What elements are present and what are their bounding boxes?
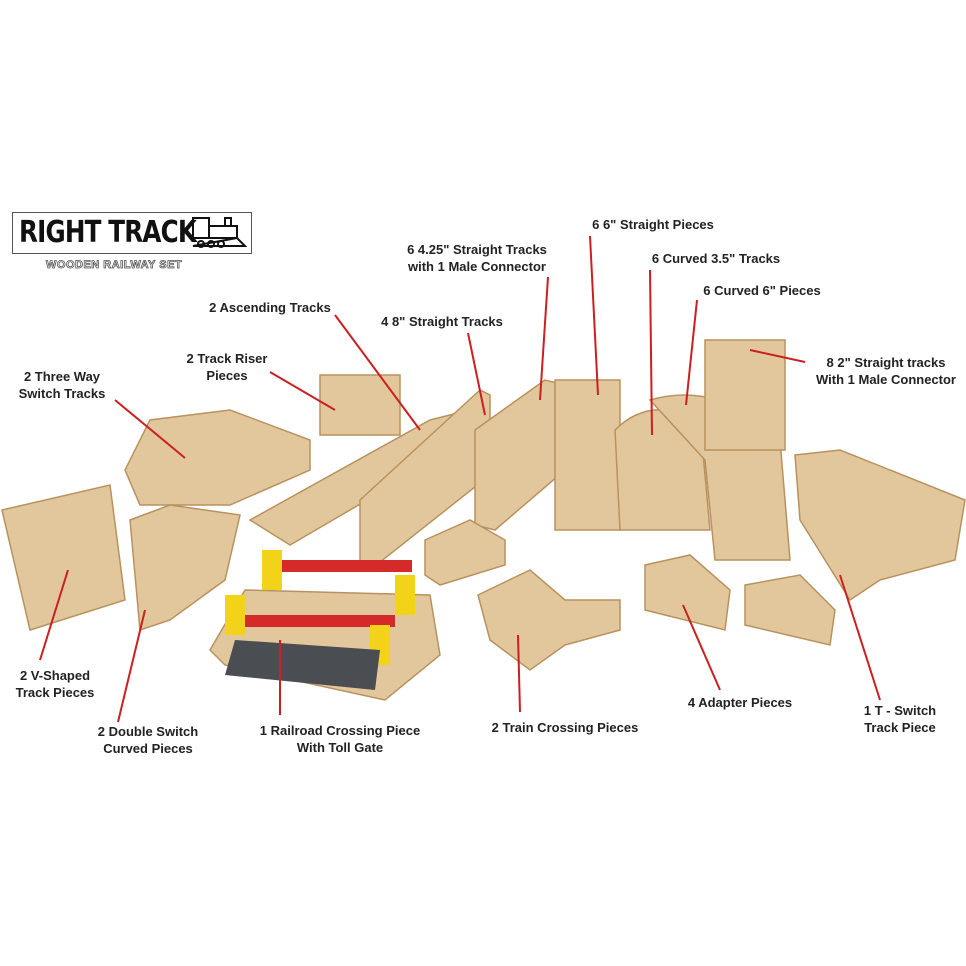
double-switch-piece — [129, 504, 241, 632]
label-v-shaped: 2 V-Shaped Track Pieces — [15, 668, 95, 700]
leader-t-switch — [839, 574, 881, 701]
leader-lines — [39, 235, 881, 723]
straight-6-pieces — [554, 379, 621, 531]
leader-adapter — [682, 604, 721, 691]
label-three-way-switch: 2 Three Way Switch Tracks — [18, 369, 106, 401]
logo-subtitle: WOODEN RAILWAY SET — [46, 259, 183, 272]
adapter-piece-c — [744, 574, 836, 646]
leader-riser — [269, 371, 336, 411]
t-switch-piece — [794, 449, 966, 602]
leader-straight2 — [749, 349, 806, 363]
leader-double-switch — [117, 609, 146, 723]
steam-locomotive-icon — [192, 217, 247, 248]
label-t-switch: 1 T - Switch Track Piece — [863, 703, 937, 735]
leader-three-way — [114, 399, 186, 459]
label-straight-8: 4 8" Straight Tracks — [381, 314, 503, 329]
leader-curved35 — [649, 269, 653, 436]
three-way-switch-piece — [124, 409, 311, 506]
adapter-piece-b — [644, 554, 731, 631]
adapter-piece-a — [424, 519, 506, 586]
leader-train-crossing — [517, 634, 521, 713]
crossing-gates — [225, 550, 415, 690]
straight-2-pieces — [704, 339, 786, 451]
label-double-switch: 2 Double Switch Curved Pieces — [97, 724, 199, 756]
leader-straight425 — [539, 276, 549, 401]
leader-ascending — [334, 314, 421, 431]
train-crossing-piece — [477, 569, 621, 671]
label-curved-35: 6 Curved 3.5" Tracks — [651, 251, 781, 266]
label-straight-425: 6 4.25" Straight Tracks with 1 Male Conn… — [407, 242, 547, 274]
label-straight-6: 6 6" Straight Pieces — [592, 217, 714, 232]
gate-bar-back — [262, 560, 412, 572]
v-shaped-piece — [1, 484, 126, 631]
leader-straight8 — [467, 332, 486, 416]
leader-curved6 — [685, 299, 698, 406]
logo-title: RIGHT TRACK — [19, 215, 197, 250]
label-railroad-crossing: 1 Railroad Crossing Piece With Toll Gate — [259, 723, 421, 755]
label-adapter: 4 Adapter Pieces — [687, 695, 793, 710]
label-track-riser: 2 Track Riser Pieces — [186, 351, 268, 383]
label-curved-6: 6 Curved 6" Pieces — [703, 283, 821, 298]
right-track-logo: RIGHT TRACK — [12, 212, 252, 254]
track-riser-piece — [319, 374, 401, 436]
label-train-crossing: 2 Train Crossing Pieces — [491, 720, 639, 735]
label-ascending-tracks: 2 Ascending Tracks — [209, 300, 331, 315]
label-straight-2: 8 2" Straight tracks With 1 Male Connect… — [815, 355, 957, 387]
leader-vshaped — [39, 569, 69, 661]
leader-straight6 — [589, 235, 599, 396]
gate-bar-front — [245, 615, 395, 627]
